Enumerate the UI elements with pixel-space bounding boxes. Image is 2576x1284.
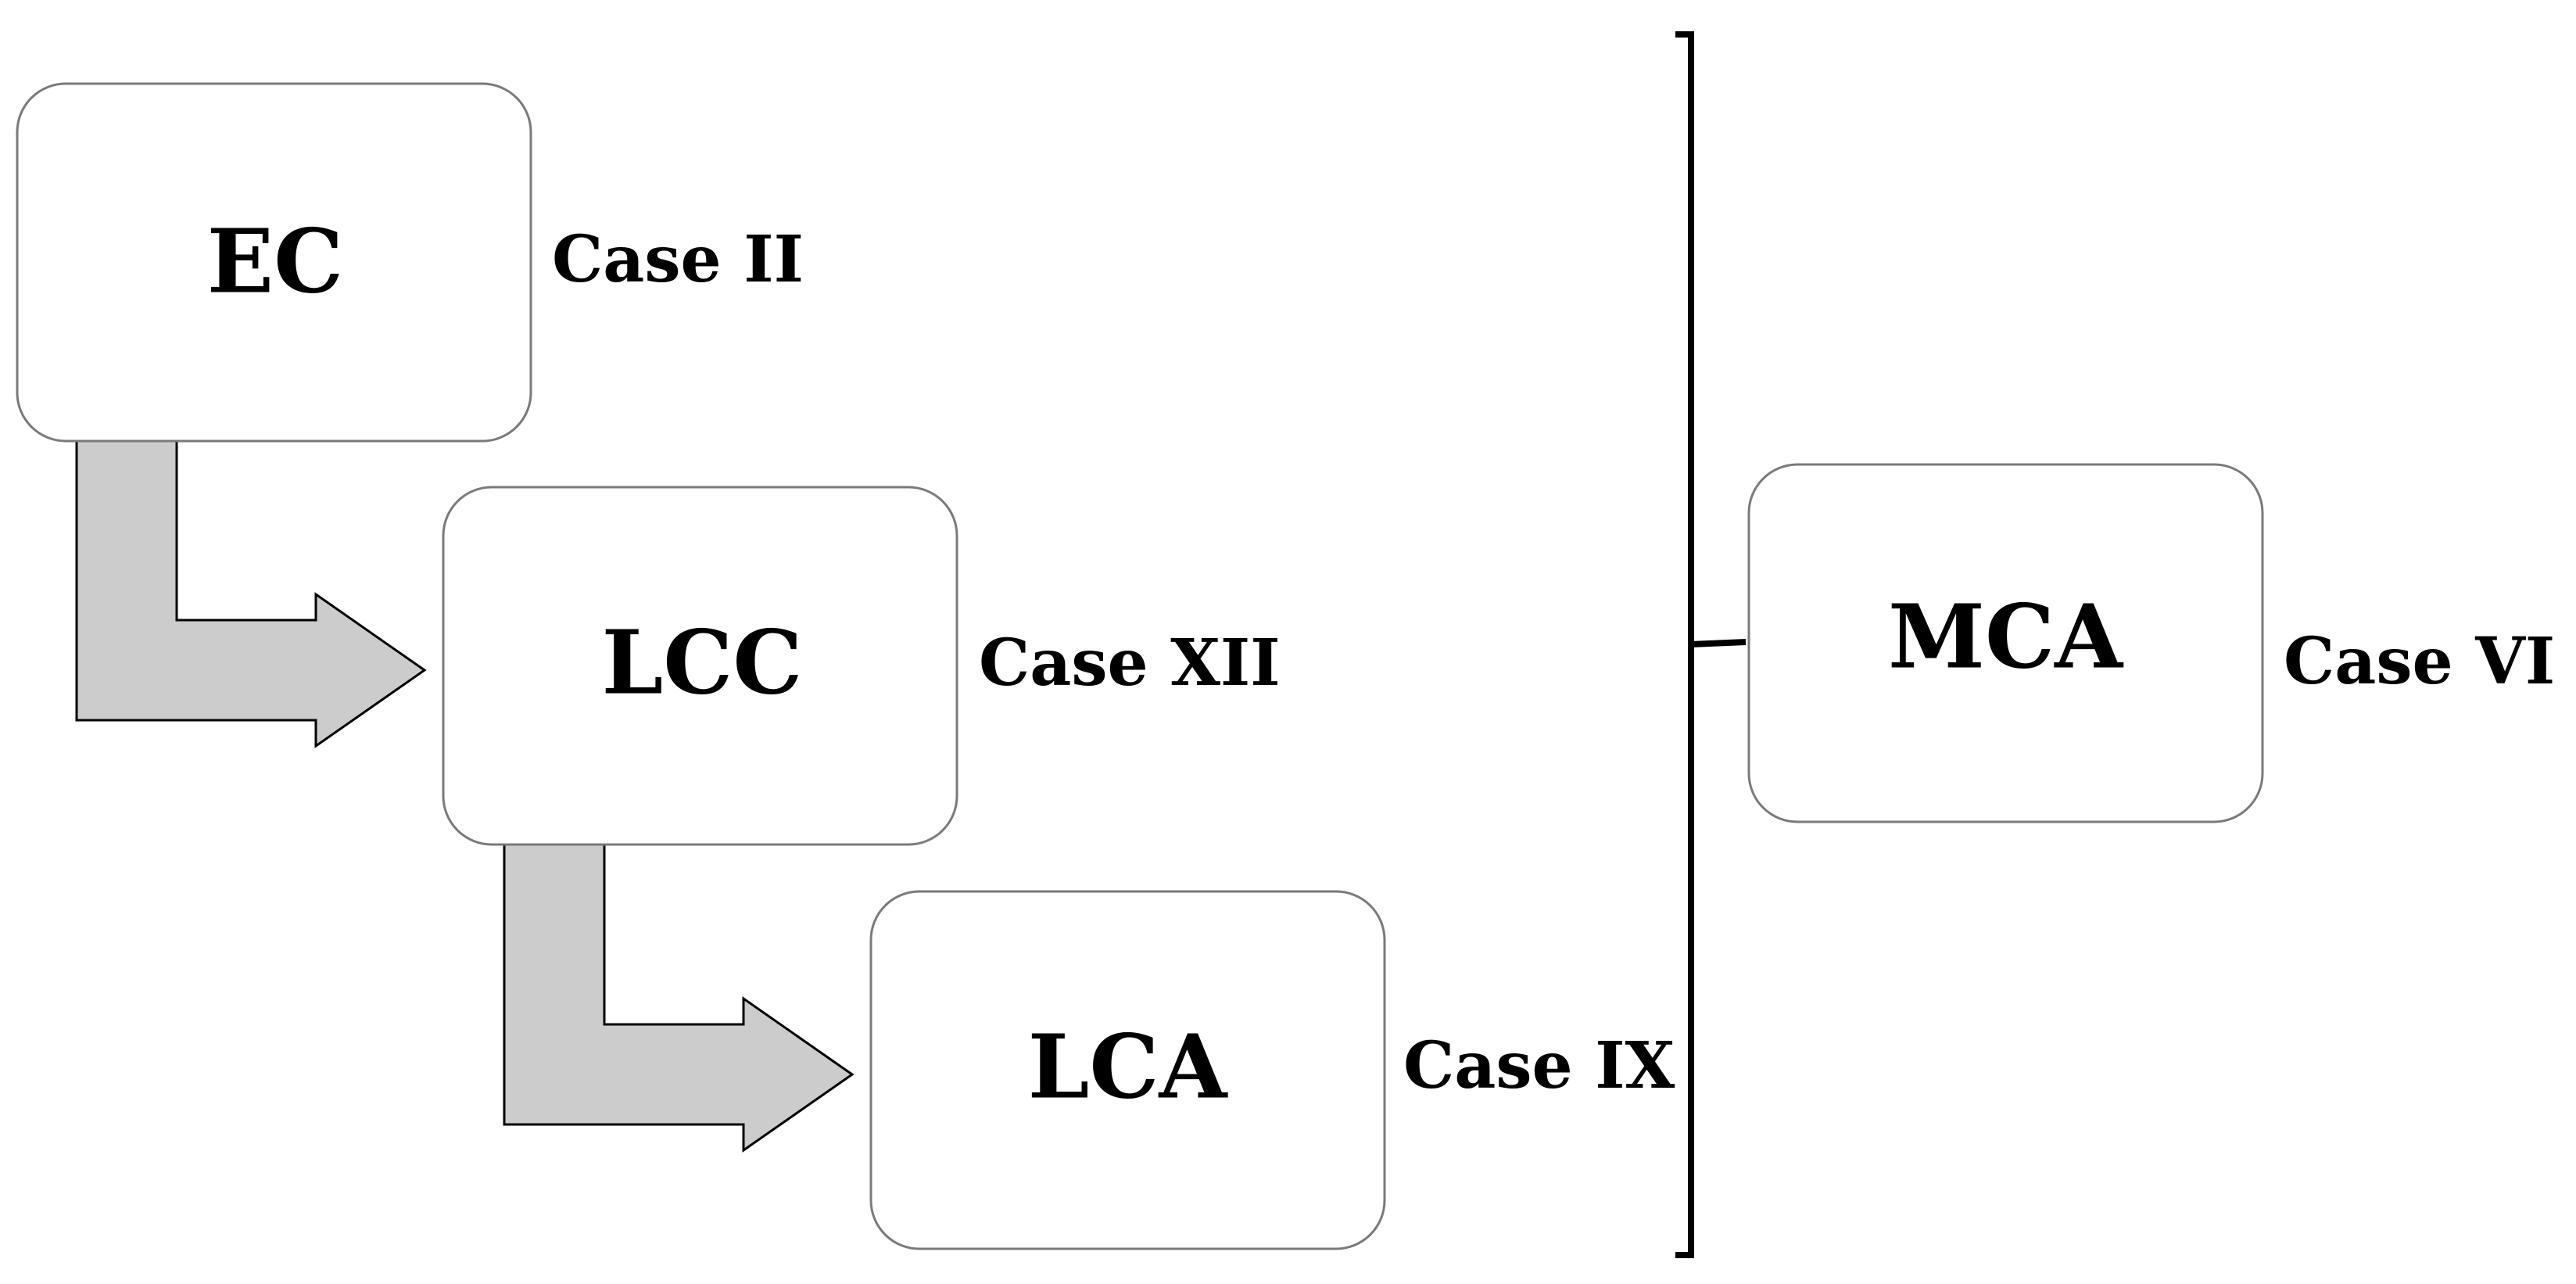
node-lcc-case-label: Case XII: [979, 626, 1281, 701]
group-bracket: [1675, 31, 1694, 1258]
arrow-ec-to-lcc: [75, 439, 427, 748]
node-mca: MCA Case VI: [1747, 463, 2555, 823]
node-ec-case-label: Case II: [552, 222, 804, 297]
node-mca-case-label: Case VI: [2284, 624, 2555, 699]
arrow-lcc-to-lca: [503, 843, 854, 1153]
node-mca-box: [1747, 463, 2264, 823]
node-lca-box: [869, 890, 1386, 1250]
node-mca-label: MCA: [1888, 586, 2124, 689]
node-lcc-box: [442, 486, 958, 846]
node-lcc: LCC Case XII: [442, 486, 1281, 846]
node-lca-label: LCA: [1028, 1017, 1229, 1119]
node-ec-box: [16, 82, 532, 443]
node-lcc-label: LCC: [601, 612, 802, 715]
node-ec: EC Case II: [16, 82, 804, 443]
node-lca-case-label: Case IX: [1403, 1028, 1675, 1103]
node-lca: LCA Case IX: [869, 890, 1675, 1250]
group-bracket-connector: [1690, 639, 1747, 647]
node-ec-label: EC: [207, 211, 344, 314]
